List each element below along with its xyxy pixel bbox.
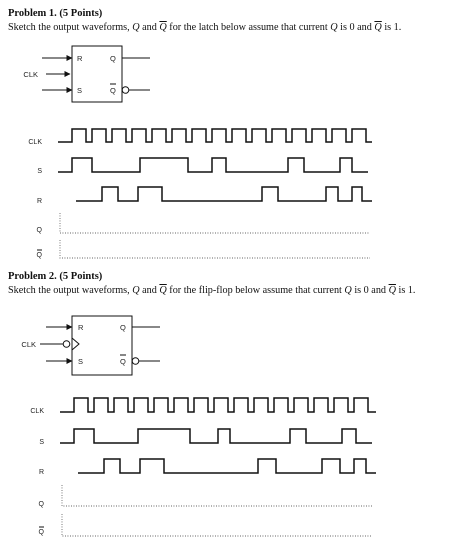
p1-q-answer-area (59, 213, 370, 234)
p1-q-label: Q (37, 227, 43, 234)
p1-r-waveform (76, 186, 372, 202)
p2-s-label: S (39, 439, 44, 446)
p1-qbar-answer-area (59, 240, 370, 259)
ff-qbar-pin: Q (120, 357, 126, 366)
latch-clk-label: CLK (23, 70, 38, 79)
p1-desc-q: Q (132, 22, 140, 33)
p1-desc-q2: Q (330, 22, 338, 33)
ff-clock-edge-triangle (71, 337, 80, 351)
p1-s-label: S (37, 168, 42, 175)
p1-desc-qbar: Q (159, 22, 167, 33)
p2-desc-is0: is 0 and (351, 285, 389, 296)
p1-desc-pre: Sketch the output waveforms, (8, 22, 133, 33)
problem2-timing: CLK S R Q Q (30, 397, 376, 537)
p2-qbar-answer-area (61, 514, 372, 537)
latch-box (71, 45, 123, 103)
latch-q-pin: Q (110, 54, 116, 63)
p2-desc-pre: Sketch the output waveforms, (8, 285, 133, 296)
ff-clk-label: CLK (21, 340, 36, 349)
p1-qbar-label: Q (37, 252, 43, 259)
p2-desc-qbar: Q (159, 285, 167, 296)
ff-clk-inversion-bubble (62, 340, 71, 348)
problem2-title: Problem 2. (5 Points) (8, 271, 103, 282)
latch-diagram: CLK R S Q Q (23, 45, 150, 103)
problem1-timing: CLK S R Q Q (28, 128, 372, 259)
flipflop-diagram: CLK R S Q Q (21, 315, 160, 376)
latch-inversion-bubble (121, 86, 130, 94)
p1-desc-qbar2: Q (374, 22, 382, 33)
p2-clk-waveform (60, 397, 376, 413)
p2-s-waveform (60, 428, 372, 444)
flipflop-box (71, 315, 133, 376)
p1-clk-label: CLK (28, 139, 42, 146)
ff-output-inversion-bubble (131, 357, 140, 365)
p1-clk-waveform (58, 128, 372, 143)
p1-desc-and: and (139, 22, 160, 33)
p2-r-waveform (78, 458, 376, 474)
latch-r-pin: R (77, 54, 83, 63)
latch-qbar-pin: Q (110, 86, 116, 95)
p2-q-label: Q (39, 501, 45, 508)
problem1-description: Sketch the output waveforms, Q and Q for… (8, 22, 401, 33)
ff-q-pin: Q (120, 323, 126, 332)
p2-clk-label: CLK (30, 408, 44, 415)
p2-q-answer-area (61, 485, 372, 507)
p1-desc-end: is 1. (381, 22, 402, 33)
p2-desc-mid: for the flip-flop below assume that curr… (166, 285, 345, 296)
p1-r-label: R (37, 198, 42, 205)
problem2-description: Sketch the output waveforms, Q and Q for… (8, 285, 415, 296)
ff-s-pin: S (78, 357, 83, 366)
p2-desc-and: and (139, 285, 160, 296)
p2-desc-end: is 1. (395, 285, 416, 296)
p1-s-waveform (58, 157, 368, 173)
p2-desc-qbar2: Q (388, 285, 396, 296)
p1-desc-mid: for the latch below assume that current (166, 22, 331, 33)
p2-r-label: R (39, 469, 44, 476)
problem1-title: Problem 1. (5 Points) (8, 8, 103, 19)
p1-desc-is0: is 0 and (337, 22, 375, 33)
p2-qbar-label: Q (39, 529, 45, 536)
p2-desc-q2: Q (344, 285, 352, 296)
p2-desc-q: Q (132, 285, 140, 296)
latch-s-pin: S (77, 86, 82, 95)
ff-r-pin: R (78, 323, 84, 332)
